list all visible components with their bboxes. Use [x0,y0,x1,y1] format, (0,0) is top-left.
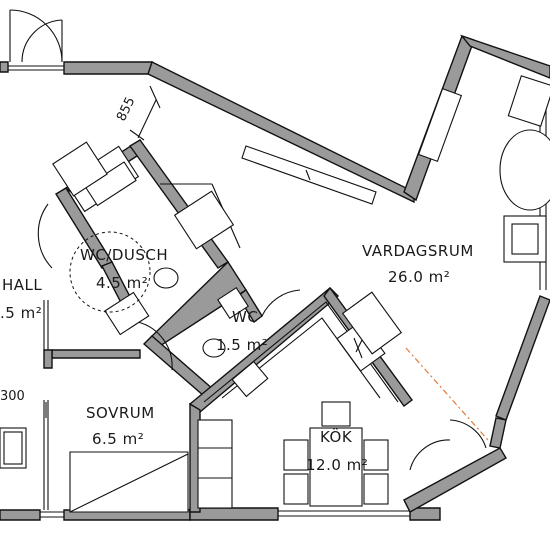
room-area-wc-dusch: 4.5 m² [96,274,148,292]
furniture [0,75,550,513]
room-name-sovrum: SOVRUM [86,404,155,422]
door-swings [37,183,487,471]
room-name-wc: WC [232,308,258,326]
room-name-wc-dusch: WC/DUSCH [80,246,168,264]
room-labels: WC/DUSCH 4.5 m² HALL 3.5 m² WC 1.5 m² VA… [0,242,474,474]
entrance-door [9,9,63,63]
room-area-hall: 3.5 m² [0,304,42,322]
room-area-kok: 12.0 m² [306,456,368,474]
dimension-300: 300 [0,389,47,418]
room-area-wc: 1.5 m² [216,336,268,354]
kitchen-living-opening [405,347,489,441]
outer-walls [0,34,550,521]
room-name-hall: HALL [2,276,42,294]
dimension-855-label: 855 [114,95,138,124]
dimension-300-label: 300 [0,389,25,404]
room-area-vardagsrum: 26.0 m² [388,268,450,286]
dimension-855: 855 [114,85,161,141]
room-name-kok: KÖK [320,427,353,446]
hall-partitions [43,300,141,510]
room-name-vardagsrum: VARDAGSRUM [362,242,474,260]
room-area-sovrum: 6.5 m² [92,430,144,448]
